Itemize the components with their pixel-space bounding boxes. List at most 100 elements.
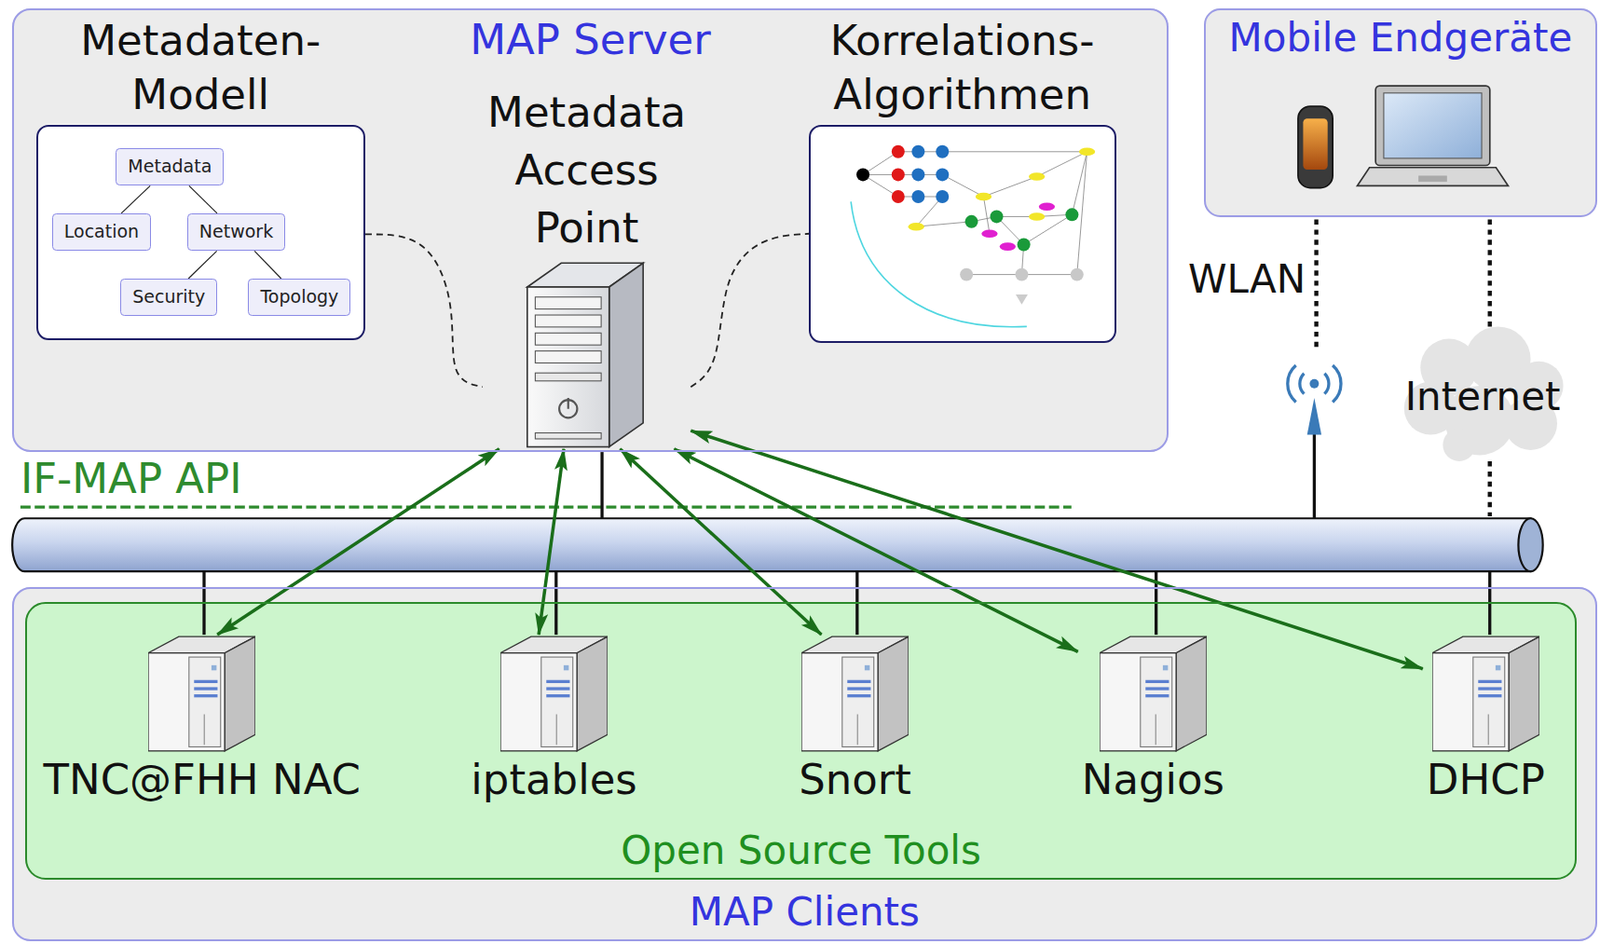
figure-line [1022, 273, 1078, 275]
figure-place [1017, 237, 1031, 251]
dashed-link [365, 233, 483, 387]
client-symbol [801, 636, 909, 752]
panel-title: Open Source Tools [27, 828, 1574, 874]
network-art [12, 218, 1563, 635]
tree-label: Network [199, 214, 274, 250]
client-server: Nagios [1078, 634, 1229, 806]
client-symbol [1432, 636, 1540, 752]
api-label: IF-MAP API [20, 455, 243, 503]
panel-fill [12, 8, 1169, 452]
laptop-icon [1356, 85, 1508, 186]
client-server: TNC@FHH NAC [40, 634, 366, 806]
figure-transition [1028, 172, 1045, 181]
connectors [121, 185, 1423, 669]
figure-line [943, 174, 985, 197]
api-arrow [538, 449, 564, 635]
client-icon [801, 634, 909, 753]
figure-transition [982, 229, 999, 238]
wireless-links [1316, 218, 1491, 517]
figure-line [966, 273, 1022, 275]
petri-net-figure [810, 126, 1114, 341]
clients-panel: TNC@FHH NAC iptables SnortNagios DHCP Open S… [12, 587, 1598, 942]
panel-fills [12, 8, 1598, 942]
network-bus [12, 518, 1531, 572]
internet-cloud [1404, 326, 1564, 462]
api-arrow [690, 430, 1423, 670]
figure-transition [999, 242, 1016, 251]
figure-place [936, 190, 950, 204]
tree-line [254, 250, 282, 279]
tree-line [121, 185, 151, 214]
figure-place [912, 144, 926, 158]
wlan-label: WLAN [1188, 258, 1306, 301]
figure-transition [975, 191, 992, 201]
panel-title: MAP Clients [13, 889, 1596, 935]
tree-label: Security [132, 279, 206, 315]
dashed-link [690, 233, 809, 387]
figure-place [912, 167, 926, 181]
client-server: iptables [466, 634, 641, 806]
figure-place [891, 190, 905, 204]
devices-panel: Mobile Endgeräte [1203, 8, 1598, 218]
box-heading: Metadaten- Modell [47, 13, 355, 124]
tree-label: Metadata [127, 149, 212, 185]
tree-label: Topology [259, 279, 339, 315]
figure-place [1015, 267, 1029, 281]
client-symbol [148, 636, 256, 752]
api-dashed-line [20, 505, 1072, 509]
tree-label: Location [64, 214, 139, 250]
client-icon [148, 634, 256, 753]
figure-place [959, 267, 973, 281]
panel-title: MAP Server [13, 15, 1167, 65]
figure-place [936, 144, 950, 158]
figure-transition [908, 221, 925, 231]
client-icon [500, 634, 608, 753]
panel-fill [808, 124, 1117, 343]
mobile-devices [1287, 73, 1513, 196]
api-arrow [673, 449, 1078, 653]
algorithm-box: Korrelations- Algorithmen [808, 124, 1117, 343]
figure-line [916, 220, 972, 226]
client-symbol [500, 636, 608, 752]
internet-label: Internet [1405, 375, 1561, 419]
client-label: Nagios [1081, 754, 1225, 806]
metadata-box: Topology [247, 278, 351, 317]
client-icon [1099, 634, 1207, 753]
model-box: MetadataLocationNetworkSecurityTopologyM… [36, 124, 366, 341]
figure-transition [1028, 212, 1045, 221]
client-label: DHCP [1426, 754, 1546, 806]
metadata-box: Metadata [115, 148, 224, 187]
api-arrow [619, 449, 821, 635]
bus-end [1517, 518, 1543, 572]
metadata-box: Security [120, 278, 218, 317]
wlan-antenna [1287, 365, 1341, 435]
figure-line [984, 196, 990, 234]
figure-line [1037, 150, 1088, 177]
tree-line [188, 250, 217, 279]
figure-transition [1039, 202, 1055, 211]
server-icon [515, 259, 654, 450]
figure-lines [862, 150, 1087, 274]
figure-line [1077, 150, 1088, 274]
figure-line [943, 150, 1088, 152]
figure-place [965, 214, 979, 228]
figure-transitions [908, 147, 1096, 250]
map-server: Metadata Access Point [482, 83, 691, 450]
figure-line [984, 176, 1038, 196]
phone-icon [1298, 106, 1333, 189]
figure-curve [850, 201, 1027, 327]
figure-place [936, 167, 950, 181]
box-heading: Korrelations- Algorithmen [798, 13, 1125, 124]
panel-fill [36, 124, 366, 341]
client-icon [1432, 634, 1540, 753]
api-arrow [217, 449, 500, 635]
client-server: DHCP [1422, 634, 1549, 806]
tools-panel: TNC@FHH NAC iptables SnortNagios DHCP Open S… [25, 601, 1576, 880]
client-server: Snort [794, 634, 916, 806]
client-symbol [1099, 636, 1207, 752]
client-label: iptables [470, 754, 637, 806]
server-symbol [527, 262, 643, 447]
figure-place [1066, 207, 1080, 221]
server-panel: MetadataLocation NetworkSecurity Topology M… [12, 8, 1169, 452]
